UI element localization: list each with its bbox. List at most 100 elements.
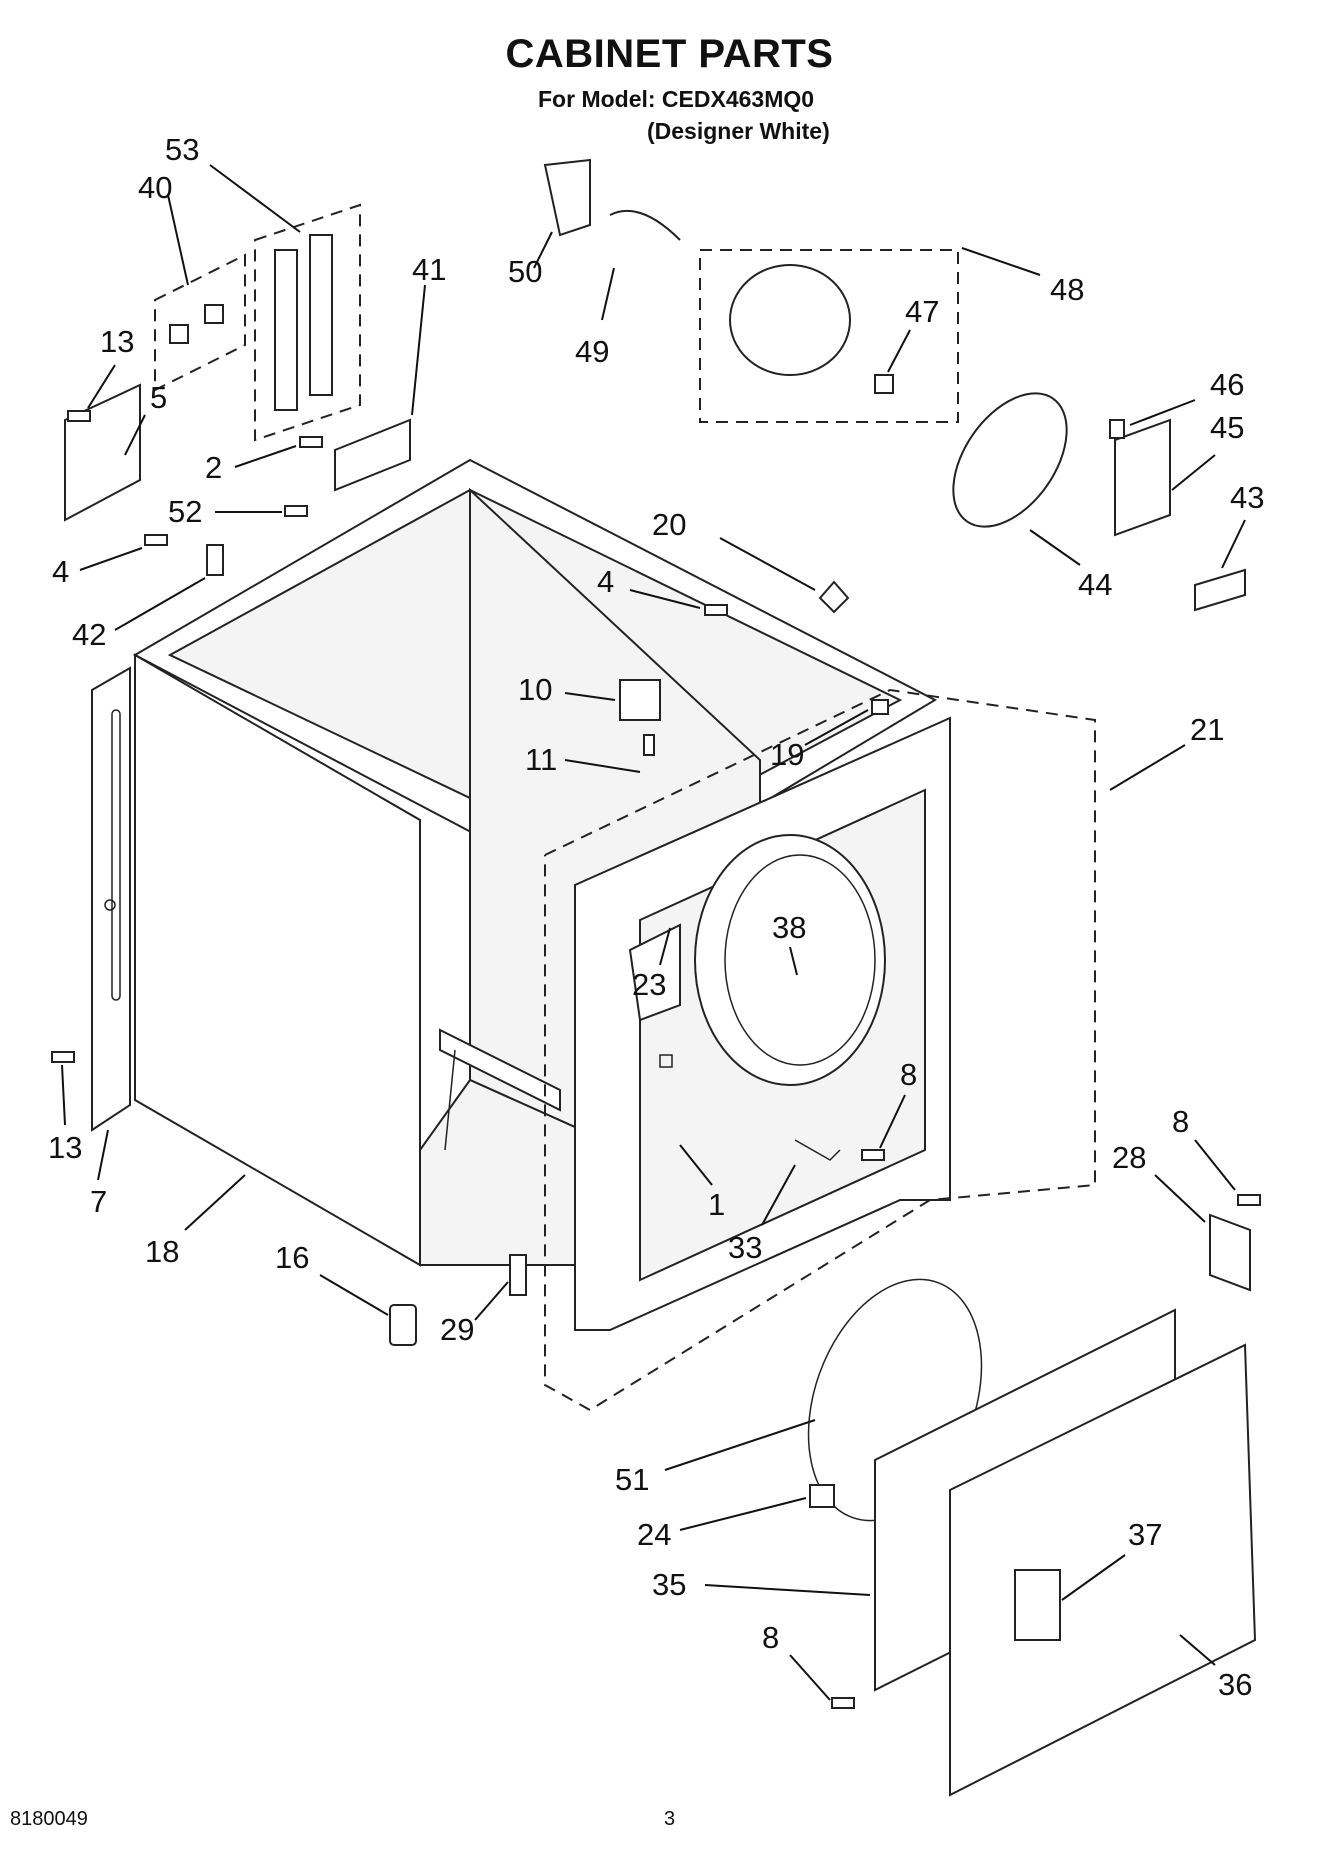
leader-45 <box>1171 454 1216 491</box>
door-catch-24 <box>809 1484 835 1508</box>
callout-50: 50 <box>508 254 542 289</box>
doc-number: 8180049 <box>10 1808 88 1830</box>
leader-36 <box>1179 1634 1216 1666</box>
callout-35: 35 <box>652 1567 686 1602</box>
callout-53: 53 <box>165 132 199 167</box>
callout-46: 46 <box>1210 367 1244 402</box>
callout-29: 29 <box>440 1312 474 1347</box>
leader-38 <box>789 946 798 976</box>
bracket-45 <box>1114 418 1171 537</box>
screw-46 <box>1109 419 1125 439</box>
bracket-33 <box>794 1139 841 1161</box>
callout-51: 51 <box>615 1462 649 1497</box>
panel-clip <box>659 1054 673 1068</box>
screw-2 <box>299 436 323 448</box>
screw-13-lower <box>51 1051 75 1063</box>
leader-51 <box>664 1419 816 1471</box>
callout-8-panel: 8 <box>900 1057 917 1092</box>
leader-49 <box>601 267 615 321</box>
motor-outline-48 <box>699 249 959 423</box>
callout-19: 19 <box>770 737 804 772</box>
bracket-5 <box>64 383 141 522</box>
leader-11 <box>564 759 641 773</box>
drive-belt-44 <box>952 392 1068 528</box>
callout-7: 7 <box>90 1184 107 1219</box>
leader-50 <box>533 231 553 269</box>
leader-28 <box>1154 1174 1206 1223</box>
leader-21 <box>1109 744 1186 791</box>
callout-48: 48 <box>1050 272 1084 307</box>
leader-8c <box>789 1654 831 1701</box>
guide-43 <box>1194 568 1246 612</box>
leader-lines <box>61 164 1246 1701</box>
terminal-block-right <box>309 234 333 396</box>
screw-13 <box>67 410 91 422</box>
callout-23: 23 <box>632 967 666 1002</box>
leader-46 <box>1129 399 1196 426</box>
callout-16: 16 <box>275 1240 309 1275</box>
leader-18 <box>184 1174 246 1231</box>
callout-41: 41 <box>412 252 446 287</box>
leader-7 <box>97 1129 109 1181</box>
bracket-50 <box>543 158 591 237</box>
flange-hole <box>104 899 116 911</box>
callout-49: 49 <box>575 334 609 369</box>
callout-36: 36 <box>1218 1667 1252 1702</box>
leader-40 <box>167 194 189 286</box>
front-panel <box>544 688 1096 1412</box>
terminal-group-outline-40 <box>154 253 246 392</box>
variant-line: (Designer White) <box>647 118 830 144</box>
screw-8-door <box>831 1697 855 1709</box>
callout-4-right: 4 <box>597 564 614 599</box>
door-opening <box>694 834 886 1086</box>
leader-8b <box>1194 1139 1236 1191</box>
callout-labels: 53 40 41 13 5 2 52 4 42 50 49 48 47 46 4… <box>48 132 1264 1702</box>
front-panel-assembly-outline <box>544 688 1096 1412</box>
terminal-block-outline-53 <box>254 203 361 442</box>
leader-4a <box>79 547 143 571</box>
callout-4-left: 4 <box>52 554 69 589</box>
leader-13a <box>87 364 116 409</box>
callout-21: 21 <box>1190 712 1224 747</box>
callout-2: 2 <box>205 450 222 485</box>
leader-43 <box>1221 519 1246 569</box>
callout-20: 20 <box>652 507 686 542</box>
callout-40: 40 <box>138 170 172 205</box>
clip-49 <box>609 209 681 241</box>
leader-1 <box>679 1144 713 1186</box>
callout-1: 1 <box>708 1187 725 1222</box>
leader-35 <box>704 1584 871 1596</box>
nut-47 <box>874 374 894 394</box>
model-line: For Model: CEDX463MQ0 <box>538 86 815 112</box>
door-assembly <box>807 1149 1261 1797</box>
callout-11: 11 <box>525 742 557 777</box>
leader-2 <box>234 445 297 468</box>
screw-4-left <box>144 534 168 546</box>
screw-8-panel <box>861 1149 885 1161</box>
leader-19 <box>804 709 869 746</box>
clip-42 <box>206 544 224 576</box>
bumper-20 <box>818 580 850 614</box>
terminal-a <box>169 324 189 344</box>
brace-leg <box>444 1049 456 1151</box>
callout-37: 37 <box>1128 1517 1162 1552</box>
leader-5 <box>124 414 146 456</box>
motor-body <box>729 264 851 376</box>
terminal-b <box>204 304 224 324</box>
door-handle-37 <box>1014 1569 1061 1641</box>
flange-slot <box>111 709 121 1001</box>
side-panel-flange <box>91 666 131 1132</box>
leader-37 <box>1061 1554 1126 1601</box>
leader-16 <box>319 1274 389 1316</box>
leader-42 <box>114 577 206 631</box>
leader-41 <box>411 284 426 416</box>
callout-42: 42 <box>72 617 106 652</box>
page-number: 3 <box>664 1808 676 1830</box>
callout-24: 24 <box>637 1517 671 1552</box>
screw-8-hinge <box>1237 1194 1261 1206</box>
leveling-leg-16 <box>389 1304 417 1346</box>
callout-28: 28 <box>1112 1140 1146 1175</box>
leader-4b <box>629 589 701 609</box>
leader-24 <box>679 1497 807 1531</box>
